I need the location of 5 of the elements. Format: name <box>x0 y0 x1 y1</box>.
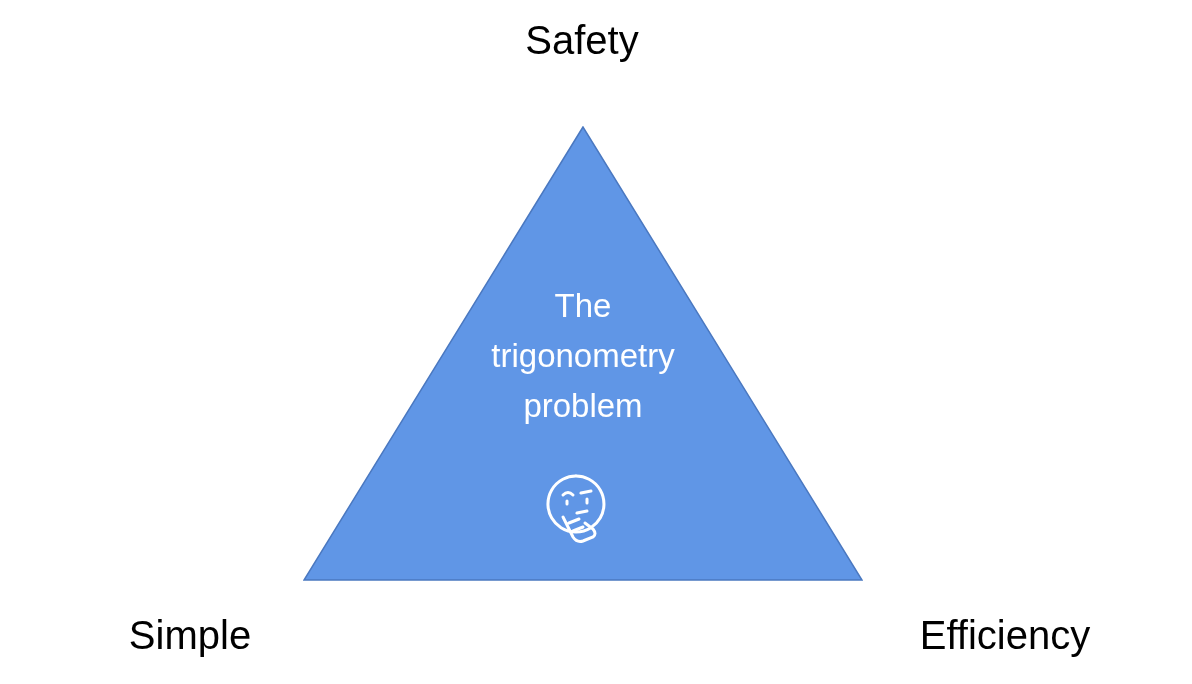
corner-label: Simple <box>128 612 252 659</box>
corner-label: Safety <box>525 17 639 64</box>
node-text: The trigonometry problem <box>490 286 676 426</box>
triangle-shape <box>303 126 863 581</box>
corner-label: Efficiency <box>919 612 1091 659</box>
